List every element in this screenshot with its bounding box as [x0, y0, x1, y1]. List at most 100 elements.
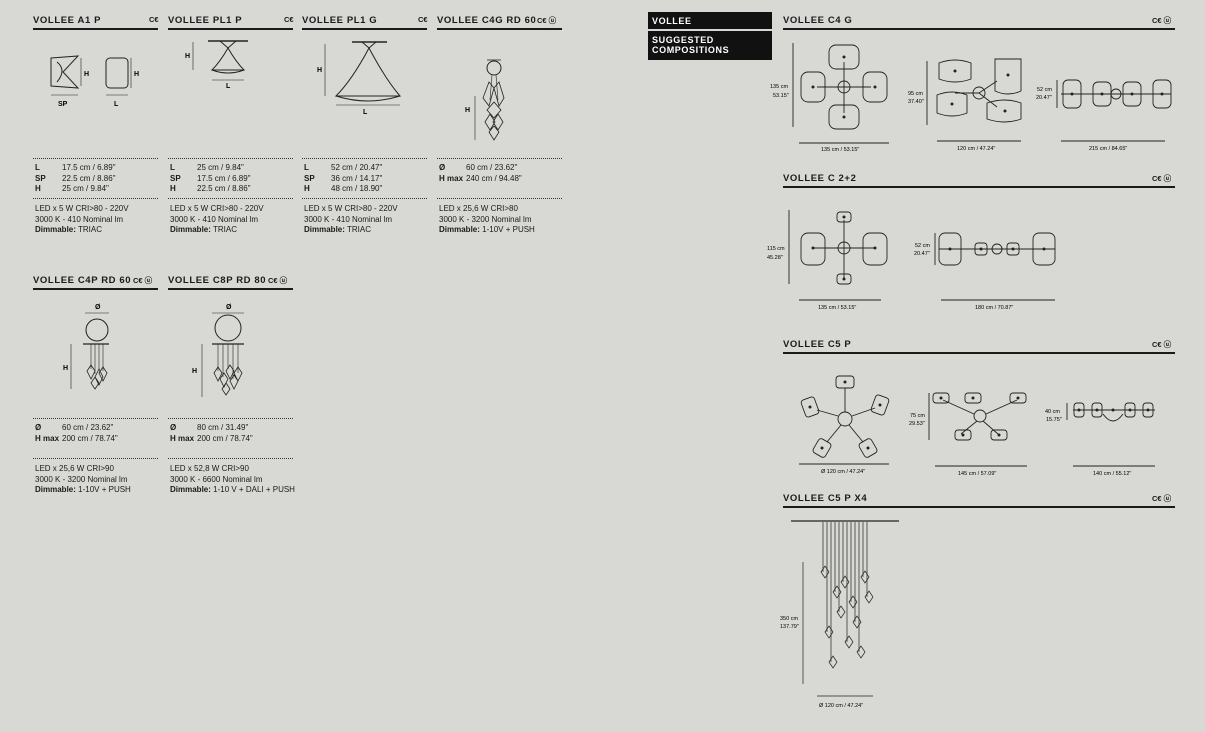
title-rule: [168, 28, 293, 30]
dotted-divider: [33, 198, 158, 199]
spec-key: Ø: [439, 163, 446, 172]
spec-value: 17.5 cm / 6.89": [197, 173, 251, 183]
led-spec: LED x 52,8 W CRI>90: [170, 464, 249, 473]
composition-title: VOLLEE C5 P X4: [783, 493, 868, 504]
composition-title: VOLLEE C 2+2: [783, 173, 857, 184]
electrical-specs: LED x 5 W CRI>80 - 220V 3000 K - 410 Nom…: [35, 204, 129, 236]
dimmable-value: TRIAC: [212, 225, 237, 235]
dim-text: 40 cm: [1045, 409, 1060, 415]
title-rule: [783, 506, 1175, 508]
product-drawing: H L: [185, 40, 248, 90]
dotted-divider: [168, 458, 293, 459]
composition-drawing-c5p: Ø 120 cm / 47.24" 75 cm 29.53" 145 cm / …: [799, 375, 1155, 477]
dotted-divider: [437, 198, 562, 199]
spec-value: 17.5 cm / 6.89": [62, 163, 116, 172]
dim-text: 53.15": [773, 93, 789, 99]
title-rule: [168, 288, 293, 290]
spec-value: 200 cm / 78.74": [62, 433, 118, 443]
electrical-specs: LED x 25,6 W CRI>80 3000 K - 3200 Nomina…: [439, 204, 535, 236]
dimmable-value: 1-10 V + DALI + PUSH: [213, 485, 295, 495]
dim-text: 52 cm: [915, 243, 930, 249]
spec-value: 22.5 cm / 8.86": [197, 184, 251, 194]
dim-label-sp: SP: [58, 101, 68, 108]
lumen-spec: 3000 K - 410 Nominal lm: [170, 214, 259, 224]
product-drawing: Ø H: [63, 304, 109, 390]
dim-text: 145 cm / 57.09": [958, 471, 996, 477]
dotted-divider: [437, 158, 562, 159]
certification-marks: C€ ⓤ: [537, 16, 557, 25]
dim-text: 180 cm / 70.87": [975, 305, 1013, 311]
dim-text: 75 cm: [910, 413, 925, 419]
spec-key: H: [304, 184, 310, 194]
electrical-specs: LED x 5 W CRI>80 - 220V 3000 K - 410 Nom…: [170, 204, 264, 236]
dim-text: 29.53": [909, 421, 925, 427]
dim-label-diameter: Ø: [226, 304, 232, 311]
dim-text: 15.75": [1046, 417, 1062, 423]
dimmable-label: Dimmable:: [304, 225, 345, 235]
dimmable-value: TRIAC: [77, 225, 102, 235]
product-drawing: Ø H: [192, 304, 244, 397]
electrical-specs: LED x 52,8 W CRI>90 3000 K - 6600 Nomina…: [170, 464, 295, 496]
spec-key: L: [304, 163, 309, 172]
product-title: VOLLEE PL1 P: [168, 15, 243, 26]
certification-marks: C€ ⓤ: [268, 276, 288, 285]
dim-label-h: H: [134, 71, 139, 78]
spec-key: H: [170, 184, 176, 194]
spec-key: SP: [170, 173, 181, 183]
lumen-spec: 3000 K - 410 Nominal lm: [304, 214, 393, 224]
product-vollee-c4p-rd60: VOLLEE C4P RD 60 C€ ⓤ Ø H Ø 60 cm / 23.62…: [33, 275, 158, 500]
spec-value: 80 cm / 31.49": [197, 423, 249, 432]
dim-text: 135 cm / 53.15": [821, 147, 859, 153]
dim-text: 120 cm / 47.24": [957, 146, 995, 152]
dim-text: 37.40": [908, 99, 924, 105]
dim-text: 95 cm: [908, 91, 923, 97]
dotted-divider: [33, 158, 158, 159]
led-spec: LED x 5 W CRI>80 - 220V: [35, 204, 129, 213]
dotted-divider: [302, 198, 427, 199]
dim-text: 140 cm / 55.12": [1093, 471, 1131, 477]
spec-value: 60 cm / 23.62": [62, 423, 114, 432]
product-title: VOLLEE A1 P: [33, 15, 102, 26]
dim-text: 52 cm: [1037, 87, 1052, 93]
spec-key: Ø: [35, 423, 42, 432]
spec-key: H: [35, 184, 41, 194]
spec-value: 36 cm / 14.17": [331, 173, 383, 183]
electrical-specs: LED x 25,6 W CRI>90 3000 K - 3200 Nomina…: [35, 464, 131, 496]
product-title: VOLLEE C8P RD 80: [168, 275, 267, 286]
dim-label-h: H: [63, 365, 68, 372]
dim-text: 215 cm / 84.65": [1089, 146, 1127, 152]
section-brand-label: VOLLEE: [648, 12, 772, 29]
composition-drawing-c2plus2: 115 cm 45.28" 135 cm / 53.15" 52 cm 20.4…: [767, 210, 1056, 311]
spec-value: 48 cm / 18.90": [331, 184, 383, 194]
dimmable-label: Dimmable:: [35, 485, 76, 495]
composition-drawing-c5p-x4: 350 cm 137.79" Ø 120 cm / 47.24": [780, 520, 899, 709]
spec-key: H max: [439, 173, 464, 183]
subtitle-line: SUGGESTED: [652, 35, 714, 45]
spec-key: L: [170, 163, 175, 172]
certification-marks: C€ ⓤ: [1152, 494, 1172, 503]
product-title: VOLLEE C4P RD 60: [33, 275, 132, 286]
title-rule: [783, 28, 1175, 30]
dim-label-l: L: [114, 101, 119, 108]
certification-marks: C€ ⓤ: [133, 276, 153, 285]
dimmable-label: Dimmable:: [170, 485, 211, 495]
dim-label-h: H: [192, 368, 197, 375]
led-spec: LED x 5 W CRI>80 - 220V: [304, 204, 398, 213]
dim-label-h: H: [84, 71, 89, 78]
dimmable-label: Dimmable:: [170, 225, 211, 235]
dim-text: Ø 120 cm / 47.24": [821, 469, 865, 475]
led-spec: LED x 25,6 W CRI>90: [35, 464, 114, 473]
subtitle-line: COMPOSITIONS: [652, 45, 730, 55]
dotted-divider: [33, 458, 158, 459]
dim-label-l: L: [363, 109, 368, 116]
dim-label-h: H: [465, 107, 470, 114]
dim-text: 20.47": [914, 251, 930, 257]
certification-marks: C€: [149, 15, 159, 24]
dim-text: 137.79": [780, 624, 799, 630]
